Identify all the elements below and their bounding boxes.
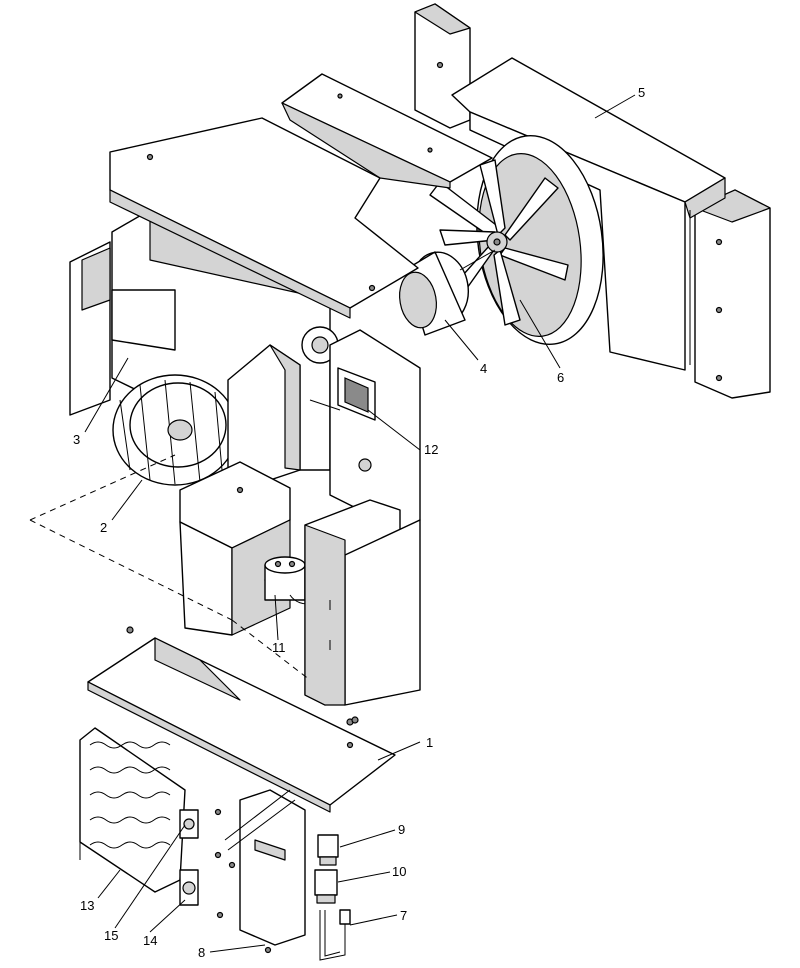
callout-3: 3 [73,432,80,447]
blower-motor [399,249,496,336]
callout-8: 8 [198,945,205,960]
screws [214,716,359,954]
callout-7: 7 [400,908,407,923]
blower-wheel [112,374,238,486]
heater-assembly [79,727,186,893]
blower-scroll [227,326,339,491]
alignment-dashed-lines [29,454,311,681]
condenser-coil-housing [451,57,726,371]
callout-9: 9 [398,822,405,837]
callout-4: 4 [480,361,487,376]
electrical-box [179,461,291,636]
control-panel [309,329,421,531]
control-board [224,789,306,946]
callout-5: 5 [638,85,645,100]
callout-11: 11 [272,640,286,655]
top-divider-panel [281,73,493,189]
callout-1: 1 [426,735,433,750]
rear-side-panel [694,189,771,399]
sensor [319,909,351,961]
top-cover-panel [109,117,419,319]
callout-6: 6 [557,370,564,385]
callout-12: 12 [424,442,438,457]
front-side-panel [304,499,421,706]
base-pan [87,626,396,813]
limit-switches [179,809,199,906]
callout-15: 15 [104,928,118,943]
callout-13: 13 [80,898,94,913]
callout-2: 2 [100,520,107,535]
relays [314,834,339,904]
callout-labels: 1 2 3 4 5 6 7 8 9 10 11 12 13 14 15 [73,85,645,960]
callout-10: 10 [392,864,406,879]
top-bracket [414,3,471,129]
callout-14: 14 [143,933,157,948]
leader-lines [84,94,636,953]
